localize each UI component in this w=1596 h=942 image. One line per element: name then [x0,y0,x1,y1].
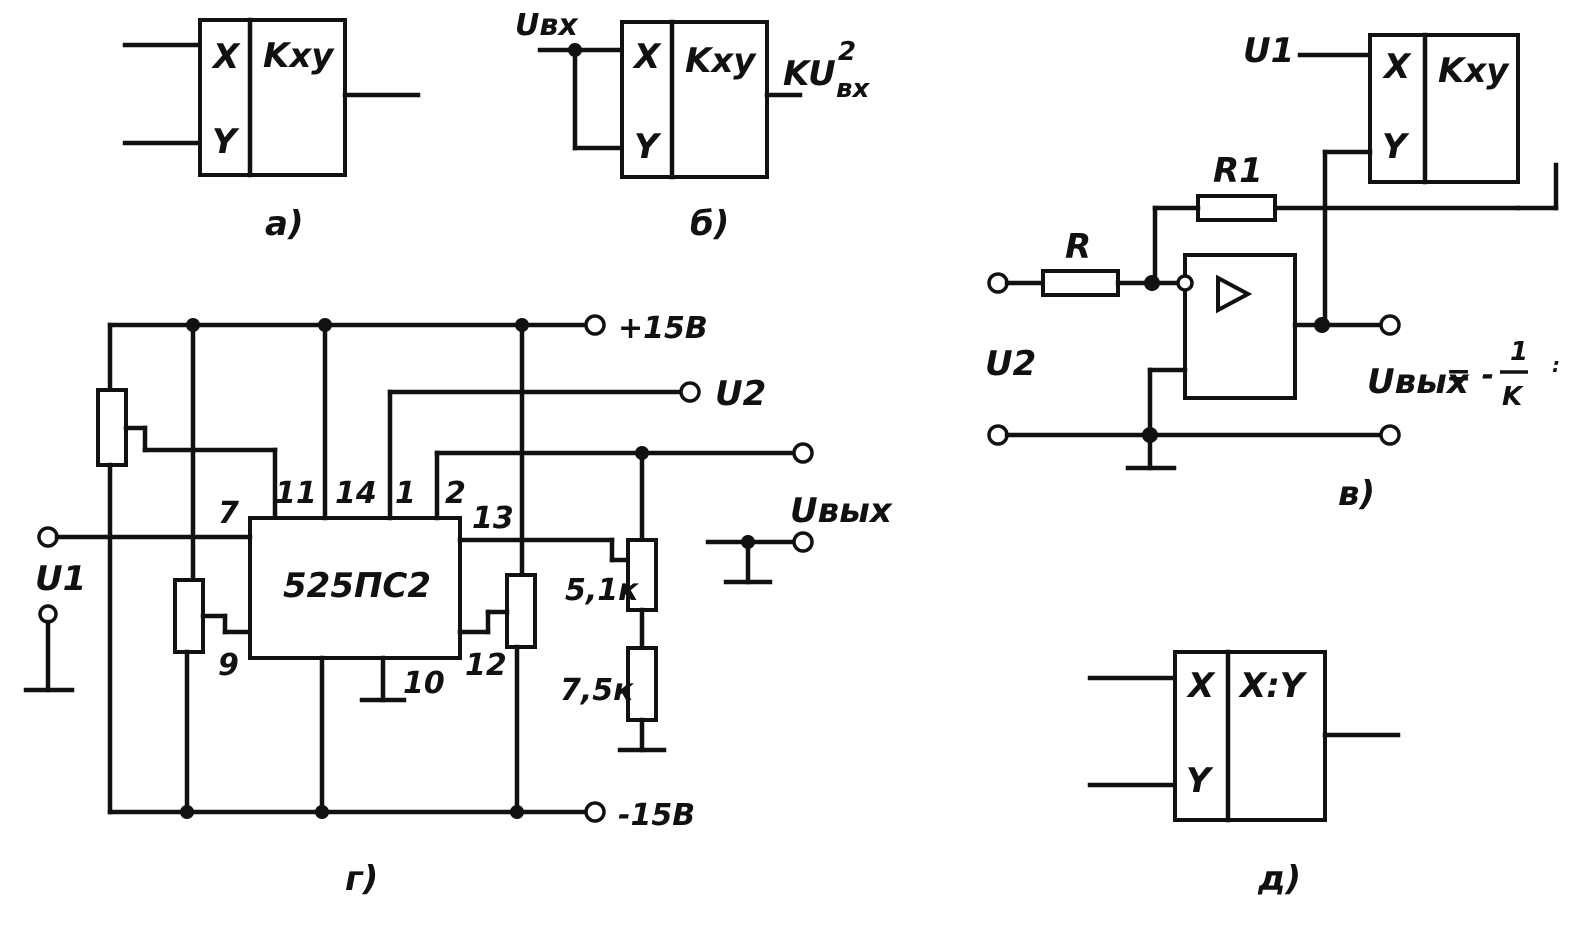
pin-1-label: 1 [395,476,416,511]
formula-denominator: K [1502,382,1524,412]
junction-dot [1314,317,1330,333]
output-label: KU [783,54,836,94]
input-y-label: Y [212,122,240,162]
pin-10-label: 10 [403,666,445,701]
positive-terminal [584,314,606,336]
pin-9-label: 9 [218,648,239,683]
caption-a: а) [265,204,303,244]
u1-terminal [37,526,59,548]
u1-label: U1 [35,559,86,599]
function-label: Kxy [263,36,335,76]
trim-potentiometer [505,573,537,649]
caption-g: г) [345,859,378,899]
function-label: Kxy [1438,51,1510,91]
divider-block [1173,650,1327,822]
input-x-label: X [211,37,241,77]
resistor-r1 [1196,194,1277,222]
output-terminal [1379,314,1401,336]
input-x-label: X [1186,666,1216,706]
input-y-label: Y [634,127,662,167]
inverting-input [1176,274,1194,292]
r-label: R [1065,227,1091,267]
input-label: Uвх [515,8,579,43]
diagram-a: X Y Kxy а) [122,17,421,244]
diagram-b: Uвх X Y Kxy KU 2 вх б) [515,8,870,244]
supply-neg-label: -15В [618,798,695,833]
junction-dot [1144,275,1160,291]
resistor-5-1k [626,538,658,612]
formula-numerator: 1 [1510,337,1528,367]
multiplier-block [198,18,347,177]
chip-525ps2 [248,516,462,660]
trim-potentiometer [173,578,205,654]
caption-c: в) [1338,474,1375,514]
ground-terminal [987,424,1009,446]
diagram-g: +15В -15В 525ПС2 U2 [23,311,893,899]
res-bottom-label: 7,5к [560,673,634,708]
uout-label: Uвых [790,491,893,531]
diagram-c: U1 X Y Kxy R1 R [985,31,1560,514]
formula-equals: = - [1446,358,1494,393]
u2-terminal [679,381,701,403]
chip-label: 525ПС2 [283,566,431,606]
cropped-glyph: : [1552,353,1560,377]
pin-7-label: 7 [218,496,239,531]
amplifier-triangle-icon [1216,274,1253,314]
supply-pos-label: +15В [618,311,708,346]
u1-return-terminal [38,604,58,624]
negative-terminal [584,801,606,823]
output-subscript: вх [836,74,870,104]
u2-label: U2 [715,374,766,414]
multiplier-block [620,20,769,179]
multiplier-block [1368,33,1520,184]
caption-b: б) [690,204,729,244]
caption-d: д) [1257,859,1301,899]
u1-label: U1 [1243,31,1294,71]
function-label: X:Y [1238,666,1308,706]
u2-label: U2 [985,344,1036,384]
pin-12-label: 12 [465,648,507,683]
input-y-label: Y [1382,127,1410,167]
u2-terminal [987,272,1009,294]
junction-dot [568,43,582,57]
res-top-label: 5,1к [565,573,639,608]
output-superscript: 2 [838,37,856,67]
input-x-label: X [632,37,662,77]
uout-label: Uвых [1367,362,1470,402]
input-x-label: X [1382,47,1412,87]
ground-terminal [1379,424,1401,446]
r1-label: R1 [1213,151,1263,191]
pin-14-label: 14 [335,476,377,511]
pin-13-label: 13 [472,501,514,536]
function-label: Kxy [685,41,757,81]
output-ground-terminal [792,531,814,553]
resistor-r [1041,269,1120,297]
output-terminal [792,442,814,464]
pin-11-label: 11 [275,476,317,511]
diagram-d: X Y X:Y д) [1087,649,1401,899]
pin-2-label: 2 [445,476,466,511]
trim-potentiometer [96,388,128,467]
op-amp [1183,253,1297,400]
input-y-label: Y [1186,761,1214,801]
